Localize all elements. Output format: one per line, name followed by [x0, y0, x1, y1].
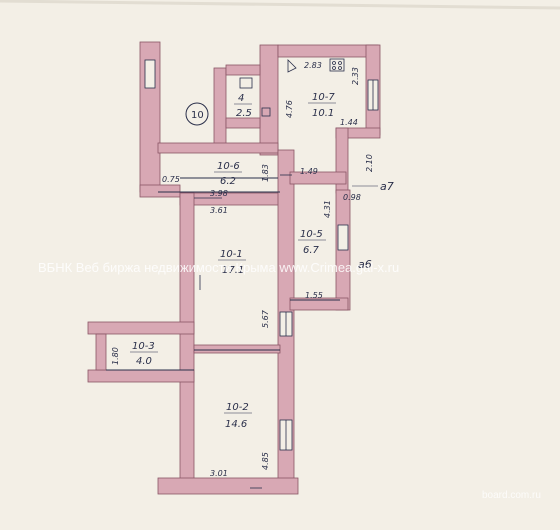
annotation-a7: a7	[380, 180, 394, 193]
dim-2-10: 2.10	[365, 154, 374, 172]
fixtures	[239, 58, 345, 117]
burner-3	[332, 66, 336, 70]
wall-room5-bottom	[289, 297, 349, 311]
wall-bottom	[157, 477, 299, 495]
wall-main-left	[179, 192, 195, 489]
wall-bath-bottom	[225, 117, 261, 129]
circle-tag-label: 10	[191, 110, 204, 121]
wall-room1-room2	[193, 344, 281, 354]
doors	[194, 174, 292, 489]
room-7-area: 10.1	[312, 108, 334, 119]
wall-room7-top	[277, 44, 379, 58]
room-3-id: 10-3	[132, 341, 155, 352]
wall-room3-left	[95, 333, 107, 371]
dim-0-98: 0.98	[343, 193, 361, 202]
wall-room3-top	[87, 321, 195, 335]
room-3-area: 4.0	[136, 356, 152, 367]
room-2-id: 10-2	[226, 402, 249, 413]
walls	[87, 41, 381, 495]
dim-2-83: 2.83	[304, 61, 322, 70]
wall-room3-bottom	[87, 369, 195, 383]
wall-corridor-top	[157, 142, 279, 154]
fixture-basin	[261, 107, 271, 117]
dim-3-61: 3.61	[210, 206, 228, 215]
dim-1-55: 1.55	[305, 291, 323, 300]
dim-4-31: 4.31	[323, 200, 332, 218]
dim-3-01: 3.01	[210, 469, 228, 478]
dim-1-44: 1.44	[340, 118, 358, 127]
watermark: ВБНК Веб биржа недвижимости Крыма www.Cr…	[38, 260, 399, 275]
room-1-id: 10-1	[220, 249, 243, 260]
window-stub	[144, 59, 156, 89]
dim-3-98: 3.98	[210, 189, 228, 198]
burner-4	[338, 66, 342, 70]
room-5-area: 6.7	[303, 245, 320, 256]
watermark-corner: board.com.ru	[482, 490, 541, 501]
dim-5-67: 5.67	[261, 309, 270, 328]
dim-1-49: 1.49	[300, 167, 318, 176]
room-1-area: 17.1	[222, 265, 244, 276]
wall-bath-left	[213, 67, 227, 151]
wall-corridor-left	[139, 184, 181, 198]
wall-room5-top	[289, 171, 347, 185]
paper-fold	[0, 0, 560, 10]
fixture-stove	[329, 58, 345, 72]
windows	[144, 59, 379, 451]
room-5-id: 10-5	[300, 229, 323, 240]
room-4-id: 4	[238, 93, 244, 104]
wall-bath-top	[225, 64, 261, 76]
window-room5	[337, 224, 349, 251]
fixture-toilet	[239, 77, 253, 89]
wall-stub-middle	[259, 44, 279, 156]
room-6-area: 6.2	[220, 176, 236, 187]
dim-4-85: 4.85	[261, 452, 270, 470]
room-4-area: 2.5	[236, 108, 252, 119]
burner-2	[338, 61, 342, 65]
dim-0-75: 0.75	[162, 175, 180, 184]
room-7-id: 10-7	[312, 92, 335, 103]
dim-4-76: 4.76	[285, 100, 294, 118]
dim-1-83: 1.83	[261, 164, 270, 182]
burner-1	[332, 61, 336, 65]
dim-2-33: 2.33	[351, 67, 360, 85]
dim-1-80: 1.80	[111, 347, 120, 365]
interior-lines	[106, 177, 340, 371]
circle-tag	[185, 102, 209, 126]
fixture-sink	[287, 59, 297, 73]
wall-room1-top	[179, 192, 281, 206]
room-6-id: 10-6	[217, 161, 240, 172]
annotation-a6: a6	[358, 258, 372, 271]
room-2-area: 14.6	[225, 419, 247, 430]
